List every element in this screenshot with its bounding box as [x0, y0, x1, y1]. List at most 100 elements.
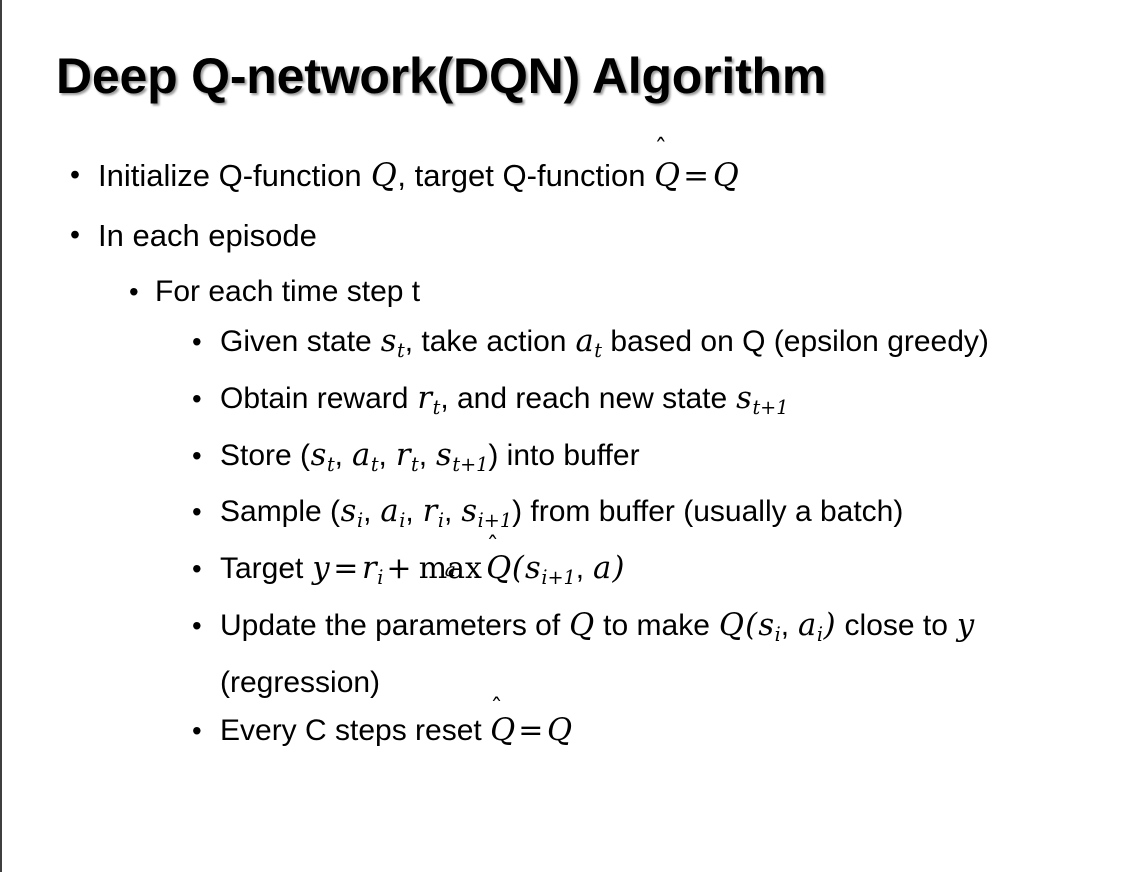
math-op-plus: + [386, 551, 412, 586]
math-var-a: a [575, 324, 594, 359]
text-fragment: Update the parameters of [220, 608, 569, 642]
math-paren-close: ) [612, 551, 625, 586]
bullet-reset-text: Every C steps reset ̂Q=Q [220, 707, 1100, 755]
math-var-s: s [758, 607, 775, 643]
math-var-q: Q [546, 712, 573, 748]
text-fragment: Every C steps reset [220, 713, 491, 747]
math-paren-close: ) [823, 607, 836, 643]
bullet-obtain-reward-text: Obtain reward rt, and reach new state st… [220, 375, 1100, 432]
math-var-q: Q [370, 158, 397, 194]
text-fragment: , [575, 552, 593, 585]
text-fragment: , [780, 608, 798, 642]
bullet-list-level-3: • Given state st, take action at based o… [0, 318, 1124, 755]
math-sub-i: i [816, 622, 824, 646]
text-fragment: , and reach new state [440, 381, 736, 415]
math-op-equals: = [683, 158, 710, 194]
math-var-s: s [736, 380, 752, 416]
text-fragment: , [378, 438, 396, 472]
bullet-for-each-time-step: • For each time step t [0, 265, 1124, 318]
math-var-q-hat: ̂Q [486, 545, 511, 593]
math-var-q-hat: ̂Q [490, 707, 515, 755]
bullet-target-equation: • Target y=ri+maxâQ(si+1, a) [0, 545, 1124, 602]
math-var-q-base: Q [486, 551, 512, 586]
math-var-s: s [340, 494, 357, 530]
text-fragment: close to [836, 608, 957, 642]
bullet-store-into-buffer: • Store (st, at, rt, st+1) into buffer [0, 432, 1124, 489]
math-var-q-hat: ̂Q [654, 147, 680, 206]
bullet-in-each-episode: • In each episode [0, 206, 1124, 265]
math-var-r: r [361, 551, 377, 586]
math-sub-i: i [377, 565, 384, 589]
bullet-dot-icon: • [192, 553, 202, 584]
text-fragment: , [363, 495, 380, 529]
text-fragment: (regression) [220, 665, 381, 699]
math-sub-t: t [594, 338, 603, 362]
bullet-obtain-reward: • Obtain reward rt, and reach new state … [0, 375, 1124, 432]
bullet-initialize-text: Initialize Q-function Q, target Q-functi… [98, 146, 1124, 206]
text-fragment: Store ( [220, 438, 311, 472]
math-sub-t: t [411, 452, 419, 476]
text-fragment: , [418, 438, 436, 472]
page-title: Deep Q-network(DQN) Algorithm [56, 48, 827, 104]
math-var-a: a [380, 494, 399, 530]
bullet-list-level-1: • Initialize Q-function Q, target Q-func… [0, 146, 1124, 265]
text-fragment: , [334, 438, 352, 472]
bullet-dot-icon: • [70, 219, 80, 251]
left-edge-rule [0, 0, 2, 872]
math-sub-t: t [326, 452, 335, 476]
math-paren-open: ( [745, 607, 758, 643]
math-sub-t: t [397, 338, 405, 362]
bullet-dot-icon: • [192, 382, 202, 414]
text-fragment: , take action [404, 325, 575, 358]
math-var-y: y [956, 607, 975, 643]
math-sub-i-plus-1: i+1 [477, 509, 513, 532]
bullet-update-text: Update the parameters of Q to make Q(si,… [220, 602, 1100, 707]
bullet-dot-icon: • [192, 714, 202, 746]
text-fragment: Target [220, 552, 312, 585]
bullet-list-level-2: • For each time step t [0, 265, 1124, 318]
math-op-max-underscript: a [444, 560, 456, 582]
math-var-s: s [380, 324, 397, 359]
text-fragment: Initialize Q-function [98, 158, 371, 193]
bullet-in-each-episode-text: In each episode [98, 218, 317, 253]
bullet-initialize-q-function: • Initialize Q-function Q, target Q-func… [0, 146, 1124, 206]
math-sub-t: t [432, 395, 441, 419]
math-var-s: s [436, 437, 452, 473]
math-op-equals: = [518, 712, 544, 748]
bullet-dot-icon: • [129, 276, 139, 307]
bullet-dot-icon: • [192, 496, 202, 528]
bullet-update-parameters: • Update the parameters of Q to make Q(s… [0, 602, 1124, 707]
bullet-target-text: Target y=ri+maxâQ(si+1, a) [220, 545, 1100, 602]
bullet-dot-icon: • [192, 609, 202, 641]
text-fragment: to make [594, 608, 719, 642]
text-fragment: Given state [220, 325, 381, 358]
text-fragment: , [444, 495, 461, 529]
math-sub-i: i [774, 622, 781, 646]
text-fragment: ) into buffer [488, 438, 640, 472]
math-var-q-base: Q [490, 712, 516, 748]
text-fragment: Obtain reward [220, 381, 417, 415]
math-var-q-func: Q [718, 607, 744, 643]
math-op-equals: = [333, 551, 359, 586]
math-var-r: r [395, 437, 411, 473]
math-sub-t-plus-1: t+1 [452, 452, 489, 476]
math-var-a: a [351, 437, 371, 473]
math-var-q-base: Q [654, 158, 681, 194]
math-var-q: Q [569, 607, 595, 643]
bullet-dot-icon: • [192, 326, 202, 357]
math-sub-i: i [399, 509, 406, 532]
math-var-s: s [310, 437, 327, 473]
math-sub-t-plus-1: t+1 [752, 395, 789, 419]
bullet-store-text: Store (st, at, rt, st+1) into buffer [220, 432, 1100, 489]
math-sub-t: t [370, 452, 379, 476]
math-sub-i: i [356, 509, 364, 532]
math-var-s: s [525, 551, 541, 586]
math-var-r: r [417, 380, 432, 416]
text-fragment: , target Q-function [397, 158, 655, 193]
bullet-given-state-text: Given state st, take action at based on … [220, 318, 1100, 375]
bullet-sample-text: Sample (si, ai, ri, si+1) from buffer (u… [220, 488, 1100, 545]
bullet-reset-target-network: • Every C steps reset ̂Q=Q [0, 707, 1124, 755]
bullet-for-each-time-step-text: For each time step t [155, 275, 421, 308]
bullet-dot-icon: • [70, 159, 80, 191]
